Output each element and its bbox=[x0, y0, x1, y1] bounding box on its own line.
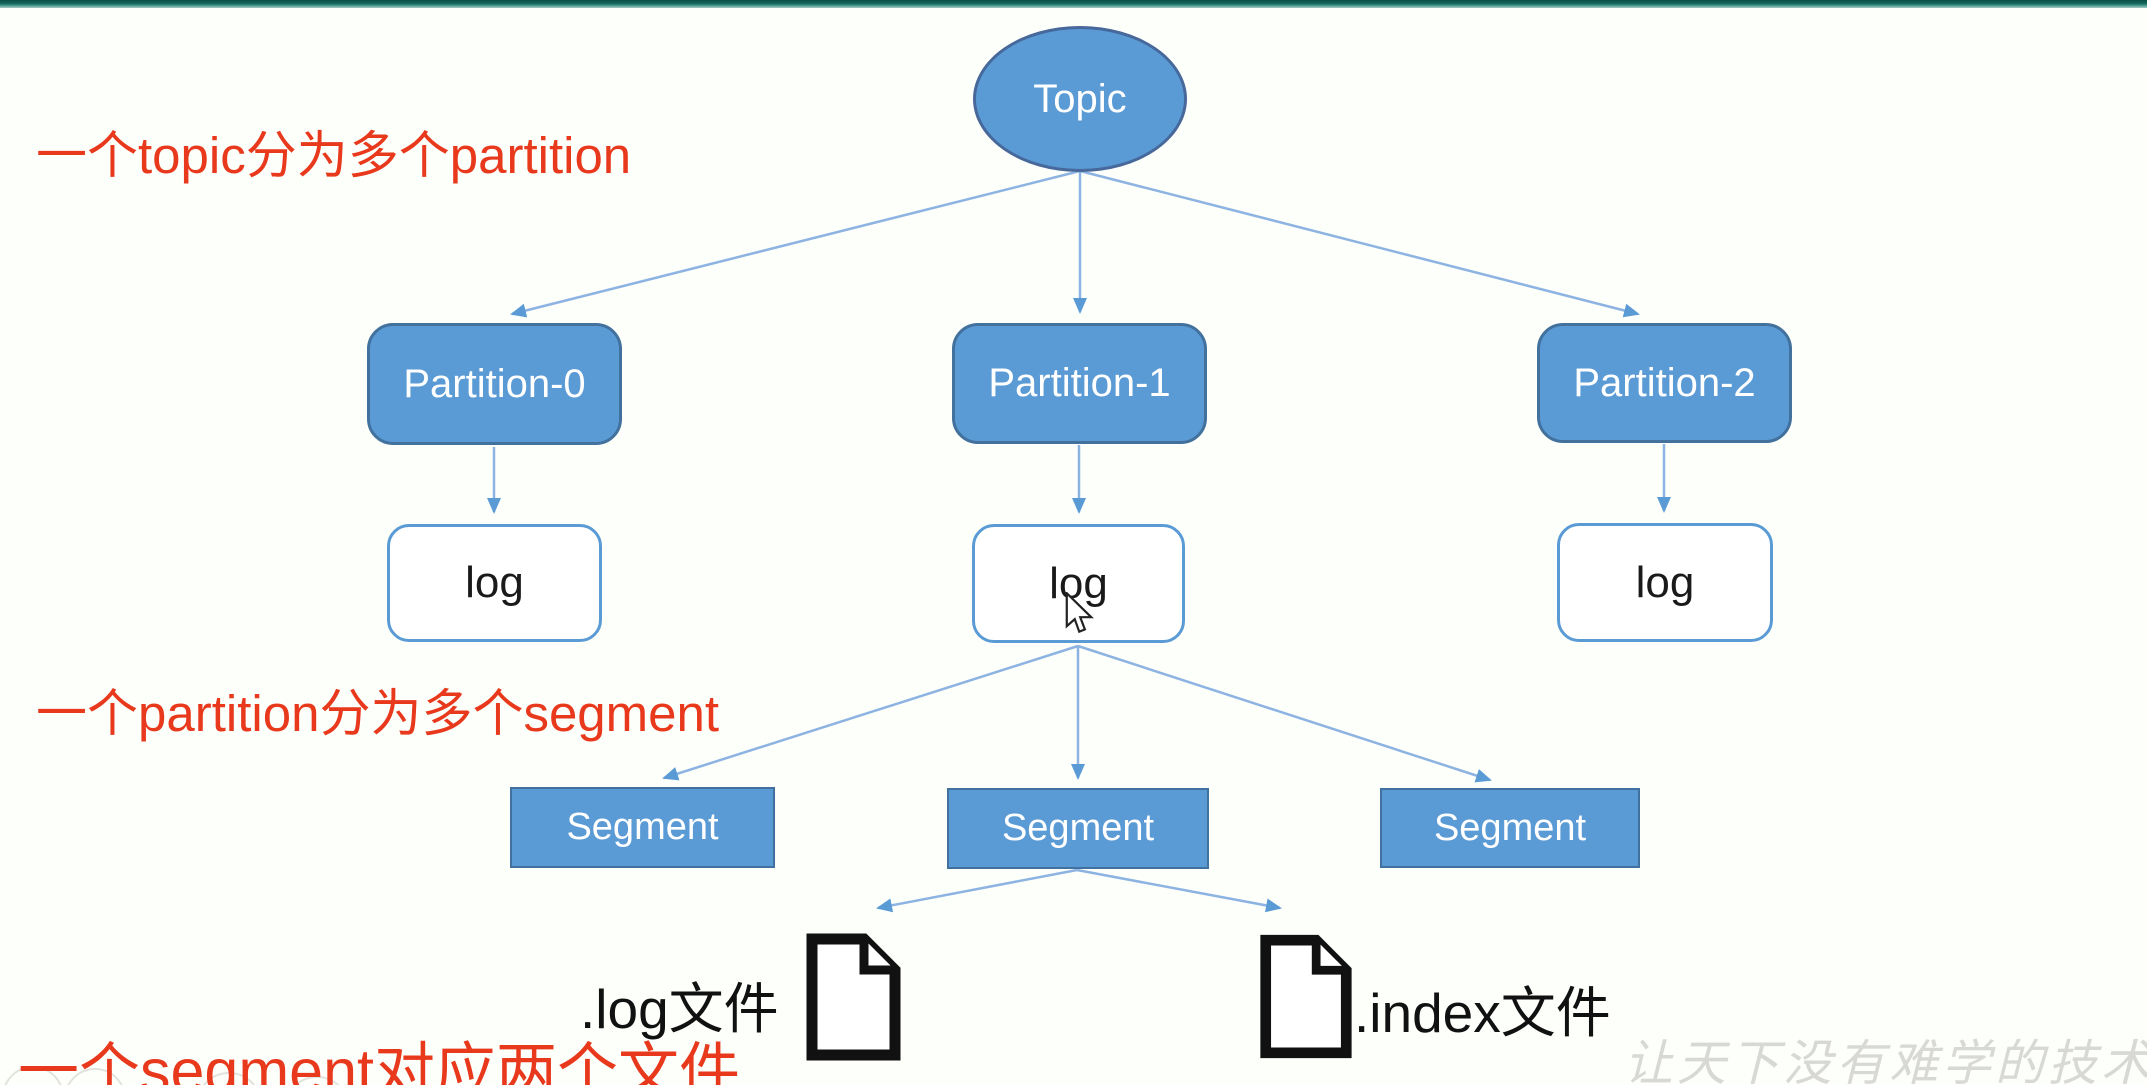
annotation-partition-segment: 一个partition分为多个segment bbox=[36, 685, 720, 742]
topic-label: Topic bbox=[1033, 76, 1127, 121]
log-2-node: log bbox=[1557, 523, 1773, 642]
partition-0-node: Partition-0 bbox=[367, 323, 622, 445]
log-1-label: log bbox=[1049, 558, 1108, 608]
partition-2-label: Partition-2 bbox=[1573, 360, 1756, 405]
log-0-node: log bbox=[387, 524, 602, 642]
brand-watermark-text: 让天下没有难学的技术 bbox=[1624, 1035, 2147, 1085]
top-teal-bar bbox=[0, 0, 2147, 8]
segment-2-node: Segment bbox=[1380, 788, 1640, 868]
annotation-topic-partition: 一个topic分为多个partition bbox=[36, 127, 632, 184]
segment-0-node: Segment bbox=[510, 787, 775, 868]
annotation-segment-files: 一个segment对应两个文件 bbox=[18, 1037, 740, 1085]
segment-1-node: Segment bbox=[947, 788, 1209, 869]
segment-2-label: Segment bbox=[1433, 806, 1587, 849]
segment-0-label: Segment bbox=[566, 806, 719, 848]
mouse-cursor-icon bbox=[1065, 592, 1094, 634]
index-file-icon bbox=[1260, 934, 1352, 1059]
segment-1-label: Segment bbox=[1001, 807, 1155, 849]
log-2-label: log bbox=[1635, 557, 1695, 607]
log-file-icon bbox=[806, 933, 901, 1061]
partition-1-node: Partition-1 bbox=[952, 323, 1207, 444]
partition-2-node: Partition-2 bbox=[1537, 323, 1792, 443]
index-file-label: .index文件 bbox=[1354, 982, 1611, 1044]
partition-0-label: Partition-0 bbox=[403, 361, 586, 406]
log-0-label: log bbox=[465, 558, 524, 607]
topic-node: Topic bbox=[973, 26, 1187, 172]
log-file-label: .log文件 bbox=[580, 978, 779, 1040]
partition-1-label: Partition-1 bbox=[988, 361, 1171, 405]
